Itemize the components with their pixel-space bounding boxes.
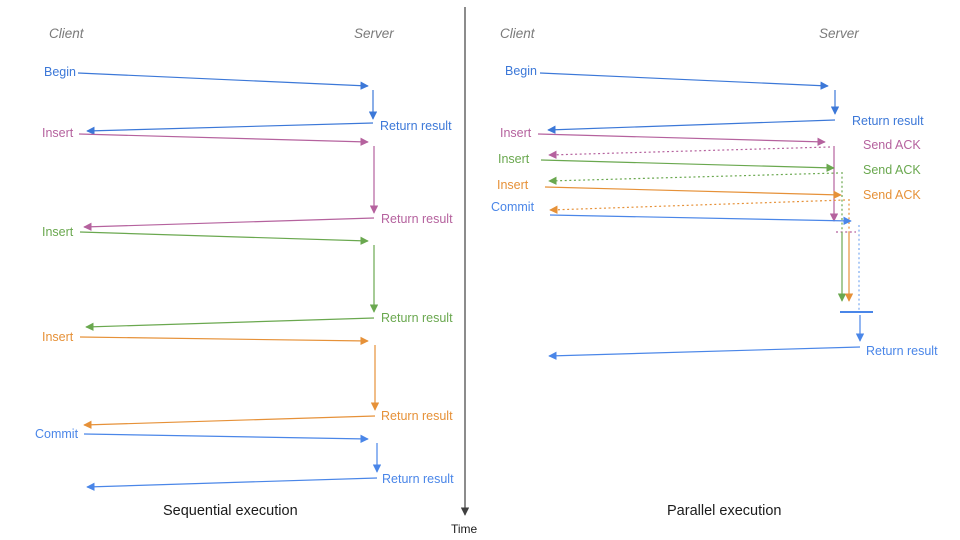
- left-panel-title: Sequential execution: [163, 503, 298, 519]
- left-insert3-label: Insert: [42, 330, 74, 344]
- right-insert2-ack-label: Send ACK: [863, 163, 921, 177]
- time-axis-label: Time: [451, 522, 478, 536]
- ack-response-line: [548, 146, 831, 159]
- left-begin-label: Begin: [44, 65, 76, 79]
- left-commit-response-label: Return result: [382, 472, 454, 486]
- right-commit-response-label: Return result: [866, 344, 938, 358]
- left-insert2-label: Insert: [42, 225, 74, 239]
- left-insert2-arrows: [79, 231, 379, 331]
- request-line: [83, 433, 369, 444]
- request-line: [549, 214, 852, 226]
- ack-response-line: [549, 199, 846, 214]
- response-line: [83, 217, 375, 231]
- right-insert1-arrows: [537, 133, 856, 233]
- request-line: [79, 231, 369, 245]
- response-line: [83, 415, 376, 429]
- right-client-header: Client: [500, 26, 535, 41]
- response-line: [86, 477, 378, 491]
- left-insert1-arrows: [78, 133, 379, 231]
- right-begin-arrows: [539, 72, 840, 134]
- left-insert1-label: Insert: [42, 126, 74, 140]
- left-commit-arrows: [83, 433, 382, 491]
- left-insert3-response-label: Return result: [381, 409, 453, 423]
- left-commit-label: Commit: [35, 427, 79, 441]
- right-insert3-ack-label: Send ACK: [863, 188, 921, 202]
- request-line: [78, 133, 369, 146]
- right-insert1-label: Insert: [500, 126, 532, 140]
- request-line: [537, 133, 826, 146]
- right-insert2-arrows: [540, 159, 847, 302]
- request-line: [544, 186, 842, 199]
- request-line: [540, 159, 835, 172]
- left-insert2-response-label: Return result: [381, 311, 453, 325]
- left-insert3-arrows: [79, 336, 380, 429]
- left-server-header: Server: [354, 26, 394, 41]
- response-line: [548, 346, 861, 360]
- request-line: [539, 72, 829, 90]
- right-insert2-label: Insert: [498, 152, 530, 166]
- right-insert3-arrows: [544, 186, 854, 302]
- response-line: [85, 317, 375, 331]
- ack-response-line: [548, 172, 839, 185]
- right-begin-response-label: Return result: [852, 114, 924, 128]
- right-insert1-ack-label: Send ACK: [863, 138, 921, 152]
- right-commit-label: Commit: [491, 200, 535, 214]
- response-line: [86, 122, 374, 135]
- right-begin-label: Begin: [505, 64, 537, 78]
- right-panel-title: Parallel execution: [667, 503, 782, 519]
- left-client-header: Client: [49, 26, 84, 41]
- right-server-header: Server: [819, 26, 859, 41]
- left-begin-arrows: [77, 72, 378, 135]
- right-commit-arrows: [548, 214, 873, 360]
- request-line: [77, 72, 369, 90]
- response-line: [547, 119, 836, 134]
- right-insert3-label: Insert: [497, 178, 529, 192]
- left-insert1-response-label: Return result: [381, 212, 453, 226]
- left-begin-response-label: Return result: [380, 119, 452, 133]
- request-line: [79, 336, 369, 346]
